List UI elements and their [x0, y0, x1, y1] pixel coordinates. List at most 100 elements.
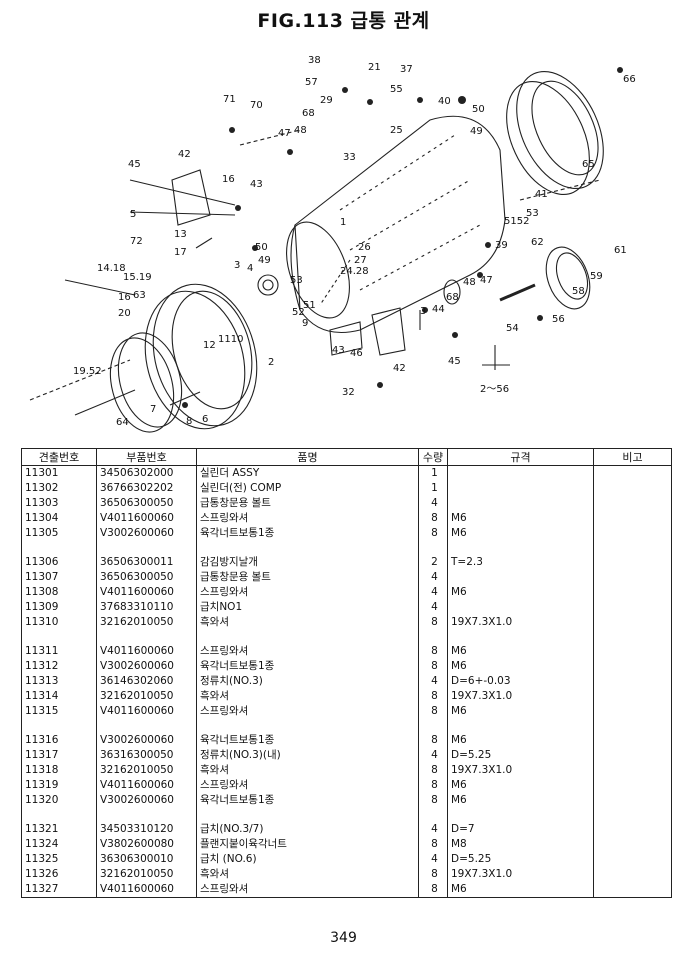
cell-remarks [593, 822, 672, 837]
callout-label: 44 [432, 304, 445, 315]
callout-label: 41 [535, 189, 548, 200]
callout-label: 37 [400, 64, 413, 75]
spacer-cell [418, 630, 448, 644]
callout-label: 66 [623, 74, 636, 85]
cell-name: 육각너트보통1종 [196, 793, 419, 808]
cell-no: 11320 [21, 793, 97, 808]
cell-name: 플랜지붙이육각너트 [196, 837, 419, 852]
cell-qty: 1 [418, 465, 448, 481]
cell-qty: 8 [418, 659, 448, 674]
cell-no: 11302 [21, 481, 97, 496]
callout-label: 46 [350, 348, 363, 359]
cell-part: V4011600060 [96, 644, 197, 659]
callout-label: 40 [438, 96, 451, 107]
cell-name: 급치(NO.3/7) [196, 822, 419, 837]
callout-label: 53 [526, 208, 539, 219]
cell-qty: 4 [418, 822, 448, 837]
callout-label: 52 [292, 307, 305, 318]
page-number: 349 [330, 930, 357, 946]
cell-spec: M6 [447, 511, 594, 526]
cell-no: 11305 [21, 526, 97, 541]
cell-name: 급치 (NO.6) [196, 852, 419, 867]
callout-label: 53 [290, 275, 303, 286]
callout-label: 2 [268, 357, 274, 368]
cell-name: 흑와셔 [196, 615, 419, 630]
callout-label: 61 [614, 245, 627, 256]
cell-qty: 4 [418, 674, 448, 689]
callout-label: 17 [174, 247, 187, 258]
cell-name: 실린더(전) COMP [196, 481, 419, 496]
cell-remarks [593, 465, 672, 481]
callout-label: 47 [278, 128, 291, 139]
spacer-cell [21, 808, 97, 822]
cell-name: 급통창문용 볼트 [196, 570, 419, 585]
spacer-cell [196, 808, 419, 822]
cell-remarks [593, 689, 672, 704]
col-header-part-name: 품명 [196, 448, 419, 466]
cell-remarks [593, 733, 672, 748]
cell-qty: 8 [418, 733, 448, 748]
cell-remarks [593, 526, 672, 541]
cell-name: 급통창문용 볼트 [196, 496, 419, 511]
cell-remarks [593, 585, 672, 600]
callout-label: 42 [393, 363, 406, 374]
callout-label: 64 [116, 417, 129, 428]
cell-no: 11319 [21, 778, 97, 793]
cell-no: 11327 [21, 882, 97, 898]
col-header-part-number: 부품번호 [96, 448, 197, 466]
cell-remarks [593, 867, 672, 882]
callout-label: 71 [223, 94, 236, 105]
cell-part: V3002600060 [96, 526, 197, 541]
cell-qty: 8 [418, 837, 448, 852]
cell-part: V3802600080 [96, 837, 197, 852]
callout-label: 33 [343, 152, 356, 163]
callout-label: 65 [582, 159, 595, 170]
cell-spec: D=7 [447, 822, 594, 837]
cell-part: V4011600060 [96, 882, 197, 898]
cell-spec: D=5.25 [447, 748, 594, 763]
spacer-cell [447, 630, 594, 644]
cell-part: 34506302000 [96, 465, 197, 481]
cell-no: 11326 [21, 867, 97, 882]
callout-label: 4 [247, 263, 253, 274]
callout-label: 48 [294, 125, 307, 136]
cell-part: V4011600060 [96, 704, 197, 719]
callout-label: 1110 [218, 334, 243, 345]
cell-spec [447, 600, 594, 615]
cell-part: 32162010050 [96, 689, 197, 704]
cell-name: 정류치(NO.3)(내) [196, 748, 419, 763]
cell-no: 11315 [21, 704, 97, 719]
cell-part: 36306300010 [96, 852, 197, 867]
cell-name: 정류치(NO.3) [196, 674, 419, 689]
page-title: FIG.113 급통 관계 [257, 10, 430, 32]
group-spacer [21, 808, 672, 822]
callout-label: 16 [222, 174, 235, 185]
callout-label: 2～56 [480, 384, 509, 395]
cell-qty: 8 [418, 763, 448, 778]
cell-part: V4011600060 [96, 585, 197, 600]
cell-part: 34503310120 [96, 822, 197, 837]
cell-part: 32162010050 [96, 615, 197, 630]
cell-name: 실린더 ASSY [196, 465, 419, 481]
spacer-cell [418, 719, 448, 733]
spacer-cell [196, 719, 419, 733]
cell-name: 흑와셔 [196, 867, 419, 882]
callout-label: 3 [234, 260, 240, 271]
cell-remarks [593, 496, 672, 511]
cell-qty: 8 [418, 882, 448, 898]
callout-label: 45 [448, 356, 461, 367]
cell-spec: 19X7.3X1.0 [447, 615, 594, 630]
cell-spec: D=5.25 [447, 852, 594, 867]
cell-remarks [593, 852, 672, 867]
